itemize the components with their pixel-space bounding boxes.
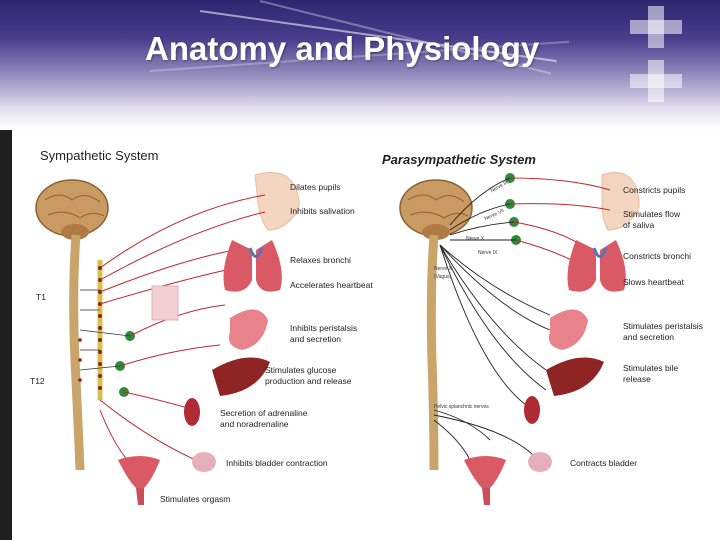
effect-label: Contracts bladder bbox=[570, 458, 638, 468]
lungs-icon bbox=[223, 240, 252, 292]
kidney-icon bbox=[184, 398, 200, 426]
effect-label: and secretion bbox=[290, 334, 342, 344]
effect-label: Inhibits bladder contraction bbox=[226, 458, 328, 468]
nerve-label: Nerve IX bbox=[478, 250, 498, 256]
spine-label-t1: T1 bbox=[36, 292, 46, 302]
effect-label: Constricts pupils bbox=[623, 185, 686, 195]
spinal-cord-icon bbox=[69, 234, 85, 471]
nerve-label: Nerve X bbox=[434, 266, 453, 272]
effect-label: Slows heartbeat bbox=[623, 277, 684, 287]
sympathetic-title: Sympathetic System bbox=[40, 148, 159, 163]
effect-label: Dilates pupils bbox=[290, 182, 341, 192]
kidney-icon bbox=[524, 396, 540, 424]
effect-label: Constricts bronchi bbox=[623, 251, 692, 261]
effect-label: Stimulates bile bbox=[623, 363, 679, 373]
effect-label: and noradrenaline bbox=[220, 419, 289, 429]
slide-header: Anatomy and Physiology bbox=[0, 0, 720, 130]
lungs-icon bbox=[567, 240, 596, 292]
bladder-icon bbox=[192, 452, 216, 472]
effect-label: Stimulates orgasm bbox=[160, 494, 231, 504]
parasympathetic-title: Parasympathetic System bbox=[382, 152, 536, 167]
uterus-icon bbox=[464, 456, 506, 488]
effect-label: Relaxes bronchi bbox=[290, 255, 351, 265]
effect-label: Stimulates peristalsis bbox=[623, 321, 703, 331]
spinal-cord-icon bbox=[426, 234, 439, 471]
effect-label: Secretion of adrenaline bbox=[220, 408, 308, 418]
sympathetic-diagram bbox=[35, 172, 300, 505]
skin-icon bbox=[151, 285, 179, 321]
effect-label: Inhibits peristalsis bbox=[290, 323, 358, 333]
nerve-label: Pelvic splanchnic nerves bbox=[434, 404, 489, 410]
face-icon bbox=[601, 172, 640, 231]
left-edge-bar bbox=[0, 130, 12, 540]
slide-title: Anatomy and Physiology bbox=[145, 30, 540, 67]
parasympathetic-diagram bbox=[399, 172, 640, 505]
effect-label: Accelerates heartbeat bbox=[290, 280, 373, 290]
effect-label: Stimulates glucose bbox=[265, 365, 337, 375]
bladder-icon bbox=[528, 452, 552, 472]
effect-label: Stimulates flow bbox=[623, 209, 681, 219]
stomach-icon bbox=[548, 309, 588, 350]
face-icon bbox=[254, 172, 300, 231]
effect-label: and secretion bbox=[623, 332, 675, 342]
parasympathetic-panel: Parasympathetic System Nerve III Nerve V… bbox=[370, 140, 720, 520]
effect-label: of saliva bbox=[623, 220, 655, 230]
effect-label: release bbox=[623, 374, 651, 384]
nerve-label: Nerve X bbox=[466, 236, 485, 242]
sympathetic-panel: Sympathetic System T1 T12 Dilates pupils… bbox=[20, 140, 373, 520]
liver-icon bbox=[212, 357, 270, 396]
liver-icon bbox=[546, 357, 604, 396]
spine-label-t12: T12 bbox=[30, 376, 45, 386]
stomach-icon bbox=[228, 309, 268, 350]
effect-label: Inhibits salivation bbox=[290, 206, 355, 216]
nerve-label: (Vagus) bbox=[434, 274, 452, 280]
uterus-icon bbox=[118, 456, 160, 488]
effect-label: production and release bbox=[265, 376, 352, 386]
